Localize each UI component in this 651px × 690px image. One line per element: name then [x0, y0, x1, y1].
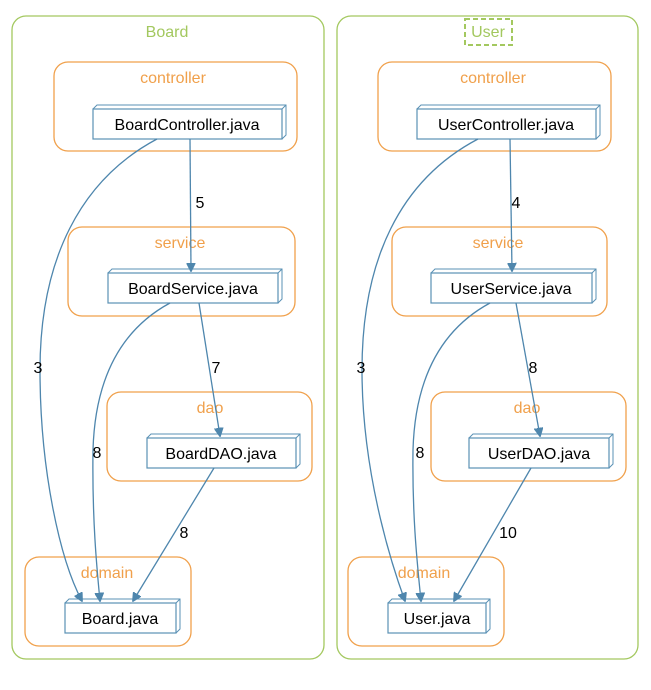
file-label: Board.java	[82, 611, 159, 628]
module-board-frame	[11, 15, 325, 660]
edge-label: 10	[499, 525, 517, 542]
package-frame	[430, 391, 627, 482]
file-node[interactable]: Board.java	[64, 598, 181, 634]
file-label: UserController.java	[438, 117, 574, 134]
file-label: BoardDAO.java	[165, 446, 276, 463]
edge-arrow	[454, 467, 532, 601]
file-node[interactable]: BoardController.java	[92, 104, 287, 140]
module-title: User	[471, 24, 505, 41]
edge-arrow	[510, 138, 512, 271]
package-user-service: service UserService.java	[391, 226, 608, 317]
edge-label: 7	[212, 360, 221, 377]
package-user-dao: dao UserDAO.java	[430, 391, 627, 482]
file-label: User.java	[404, 611, 471, 628]
package-user-domain: domain User.java	[347, 556, 505, 647]
package-board-service: service BoardService.java	[67, 226, 296, 317]
package-board-domain: domain Board.java	[24, 556, 192, 647]
package-title: controller	[140, 70, 206, 87]
package-user-controller: controller UserController.java	[377, 61, 612, 152]
package-title: service	[155, 235, 206, 252]
edge-label: 8	[529, 360, 538, 377]
package-title: controller	[460, 70, 526, 87]
file-label: UserService.java	[451, 281, 572, 298]
package-frame	[347, 556, 505, 647]
module-user: User controller UserController.java serv…	[336, 15, 639, 660]
package-frame	[24, 556, 192, 647]
package-board-controller: controller BoardController.java	[53, 61, 298, 152]
package-board-dao: dao BoardDAO.java	[106, 391, 313, 482]
package-title: dao	[197, 400, 224, 417]
edge-arrow	[361, 138, 479, 601]
file-node[interactable]: User.java	[387, 598, 491, 634]
file-node[interactable]: UserDAO.java	[468, 433, 614, 469]
file-label: BoardService.java	[128, 281, 258, 298]
edge-arrow	[515, 302, 540, 436]
package-frame	[67, 226, 296, 317]
edge-label: 8	[180, 525, 189, 542]
edges-board: 5 3 7 8 8	[34, 138, 221, 601]
file-node[interactable]: BoardDAO.java	[146, 433, 301, 469]
edge-label: 5	[196, 195, 205, 212]
edge-label: 3	[357, 360, 366, 377]
file-label: BoardController.java	[115, 117, 260, 134]
module-board: Board controller BoardController.java se…	[11, 15, 325, 660]
module-title: Board	[146, 24, 189, 41]
edge-label: 3	[34, 360, 43, 377]
edges-user: 4 3 8 8 10	[357, 138, 540, 601]
module-user-frame	[336, 15, 639, 660]
package-frame	[391, 226, 608, 317]
package-title: domain	[81, 565, 133, 582]
module-title-focus[interactable]	[464, 18, 513, 46]
edge-arrow	[412, 302, 491, 601]
file-node[interactable]: BoardService.java	[107, 268, 283, 304]
edge-arrow	[133, 467, 215, 601]
file-node[interactable]: UserController.java	[416, 104, 601, 140]
file-node[interactable]: UserService.java	[430, 268, 597, 304]
edge-arrow	[92, 302, 171, 601]
edge-label: 4	[512, 195, 521, 212]
package-title: domain	[398, 565, 450, 582]
package-frame	[106, 391, 313, 482]
edge-label: 8	[93, 445, 102, 462]
package-frame	[53, 61, 298, 152]
edge-label: 8	[416, 445, 425, 462]
package-frame	[377, 61, 612, 152]
package-title: service	[473, 235, 524, 252]
file-label: UserDAO.java	[488, 446, 590, 463]
edge-arrow	[198, 302, 220, 436]
edge-arrow	[190, 138, 191, 271]
edge-arrow	[39, 138, 158, 601]
